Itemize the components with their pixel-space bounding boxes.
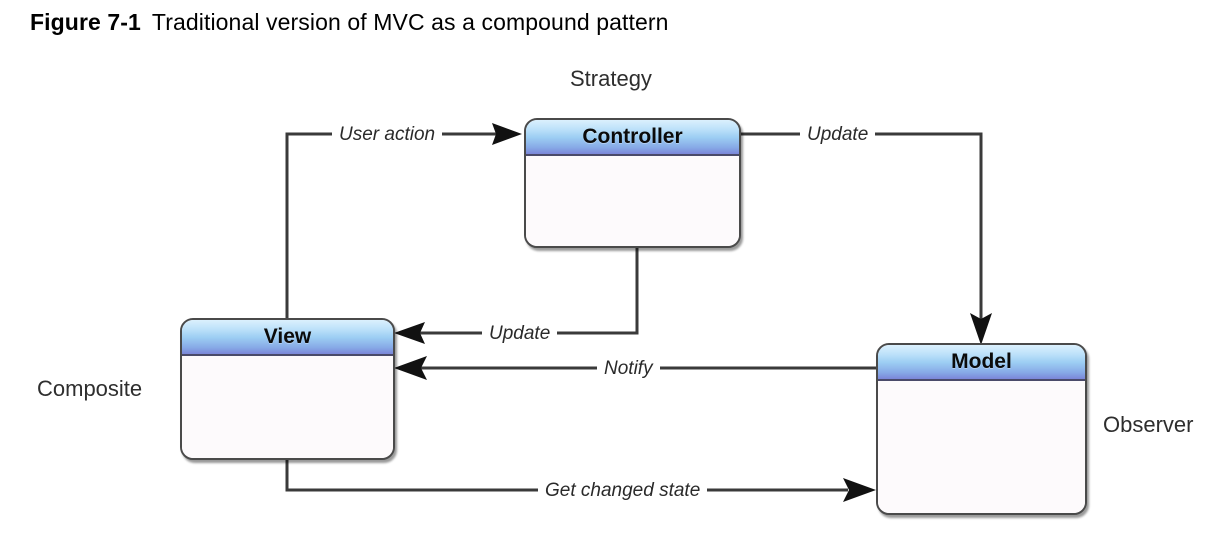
pattern-label-observer: Observer bbox=[1103, 412, 1194, 437]
uml-box-view-title: View bbox=[182, 320, 393, 356]
figure-caption: Figure 7-1 Traditional version of MVC as … bbox=[30, 9, 669, 36]
uml-box-model-title: Model bbox=[878, 345, 1085, 381]
figure-caption-text: Traditional version of MVC as a compound… bbox=[151, 9, 669, 35]
edge-label-get-changed-state: Get changed state bbox=[538, 480, 708, 501]
uml-box-view[interactable]: View bbox=[180, 318, 395, 460]
edge-label-update-view: Update bbox=[482, 323, 558, 344]
edge-update-view-line bbox=[407, 248, 639, 335]
edge-user-action-line bbox=[285, 132, 510, 318]
edge-label-notify: Notify bbox=[597, 358, 660, 379]
uml-box-controller-body bbox=[526, 156, 739, 246]
edge-user-action-arrowhead bbox=[492, 123, 522, 145]
edge-update-model-line bbox=[741, 132, 983, 330]
uml-box-controller[interactable]: Controller bbox=[524, 118, 741, 248]
pattern-label-composite: Composite bbox=[37, 376, 143, 401]
edge-update-model-arrowhead bbox=[970, 313, 992, 345]
edge-label-update-model: Update bbox=[800, 124, 876, 145]
uml-box-model-body bbox=[878, 381, 1085, 513]
edge-update-view-arrowhead bbox=[394, 322, 425, 344]
pattern-label-strategy: Strategy bbox=[570, 66, 652, 91]
edge-label-user-action: User action bbox=[332, 124, 443, 145]
uml-box-controller-title: Controller bbox=[526, 120, 739, 156]
uml-box-view-body bbox=[182, 356, 393, 458]
edge-notify-arrowhead bbox=[394, 356, 427, 380]
uml-box-model[interactable]: Model bbox=[876, 343, 1087, 515]
edge-get-changed-state-arrowhead bbox=[843, 478, 876, 502]
figure-number: Figure 7-1 bbox=[30, 9, 141, 35]
